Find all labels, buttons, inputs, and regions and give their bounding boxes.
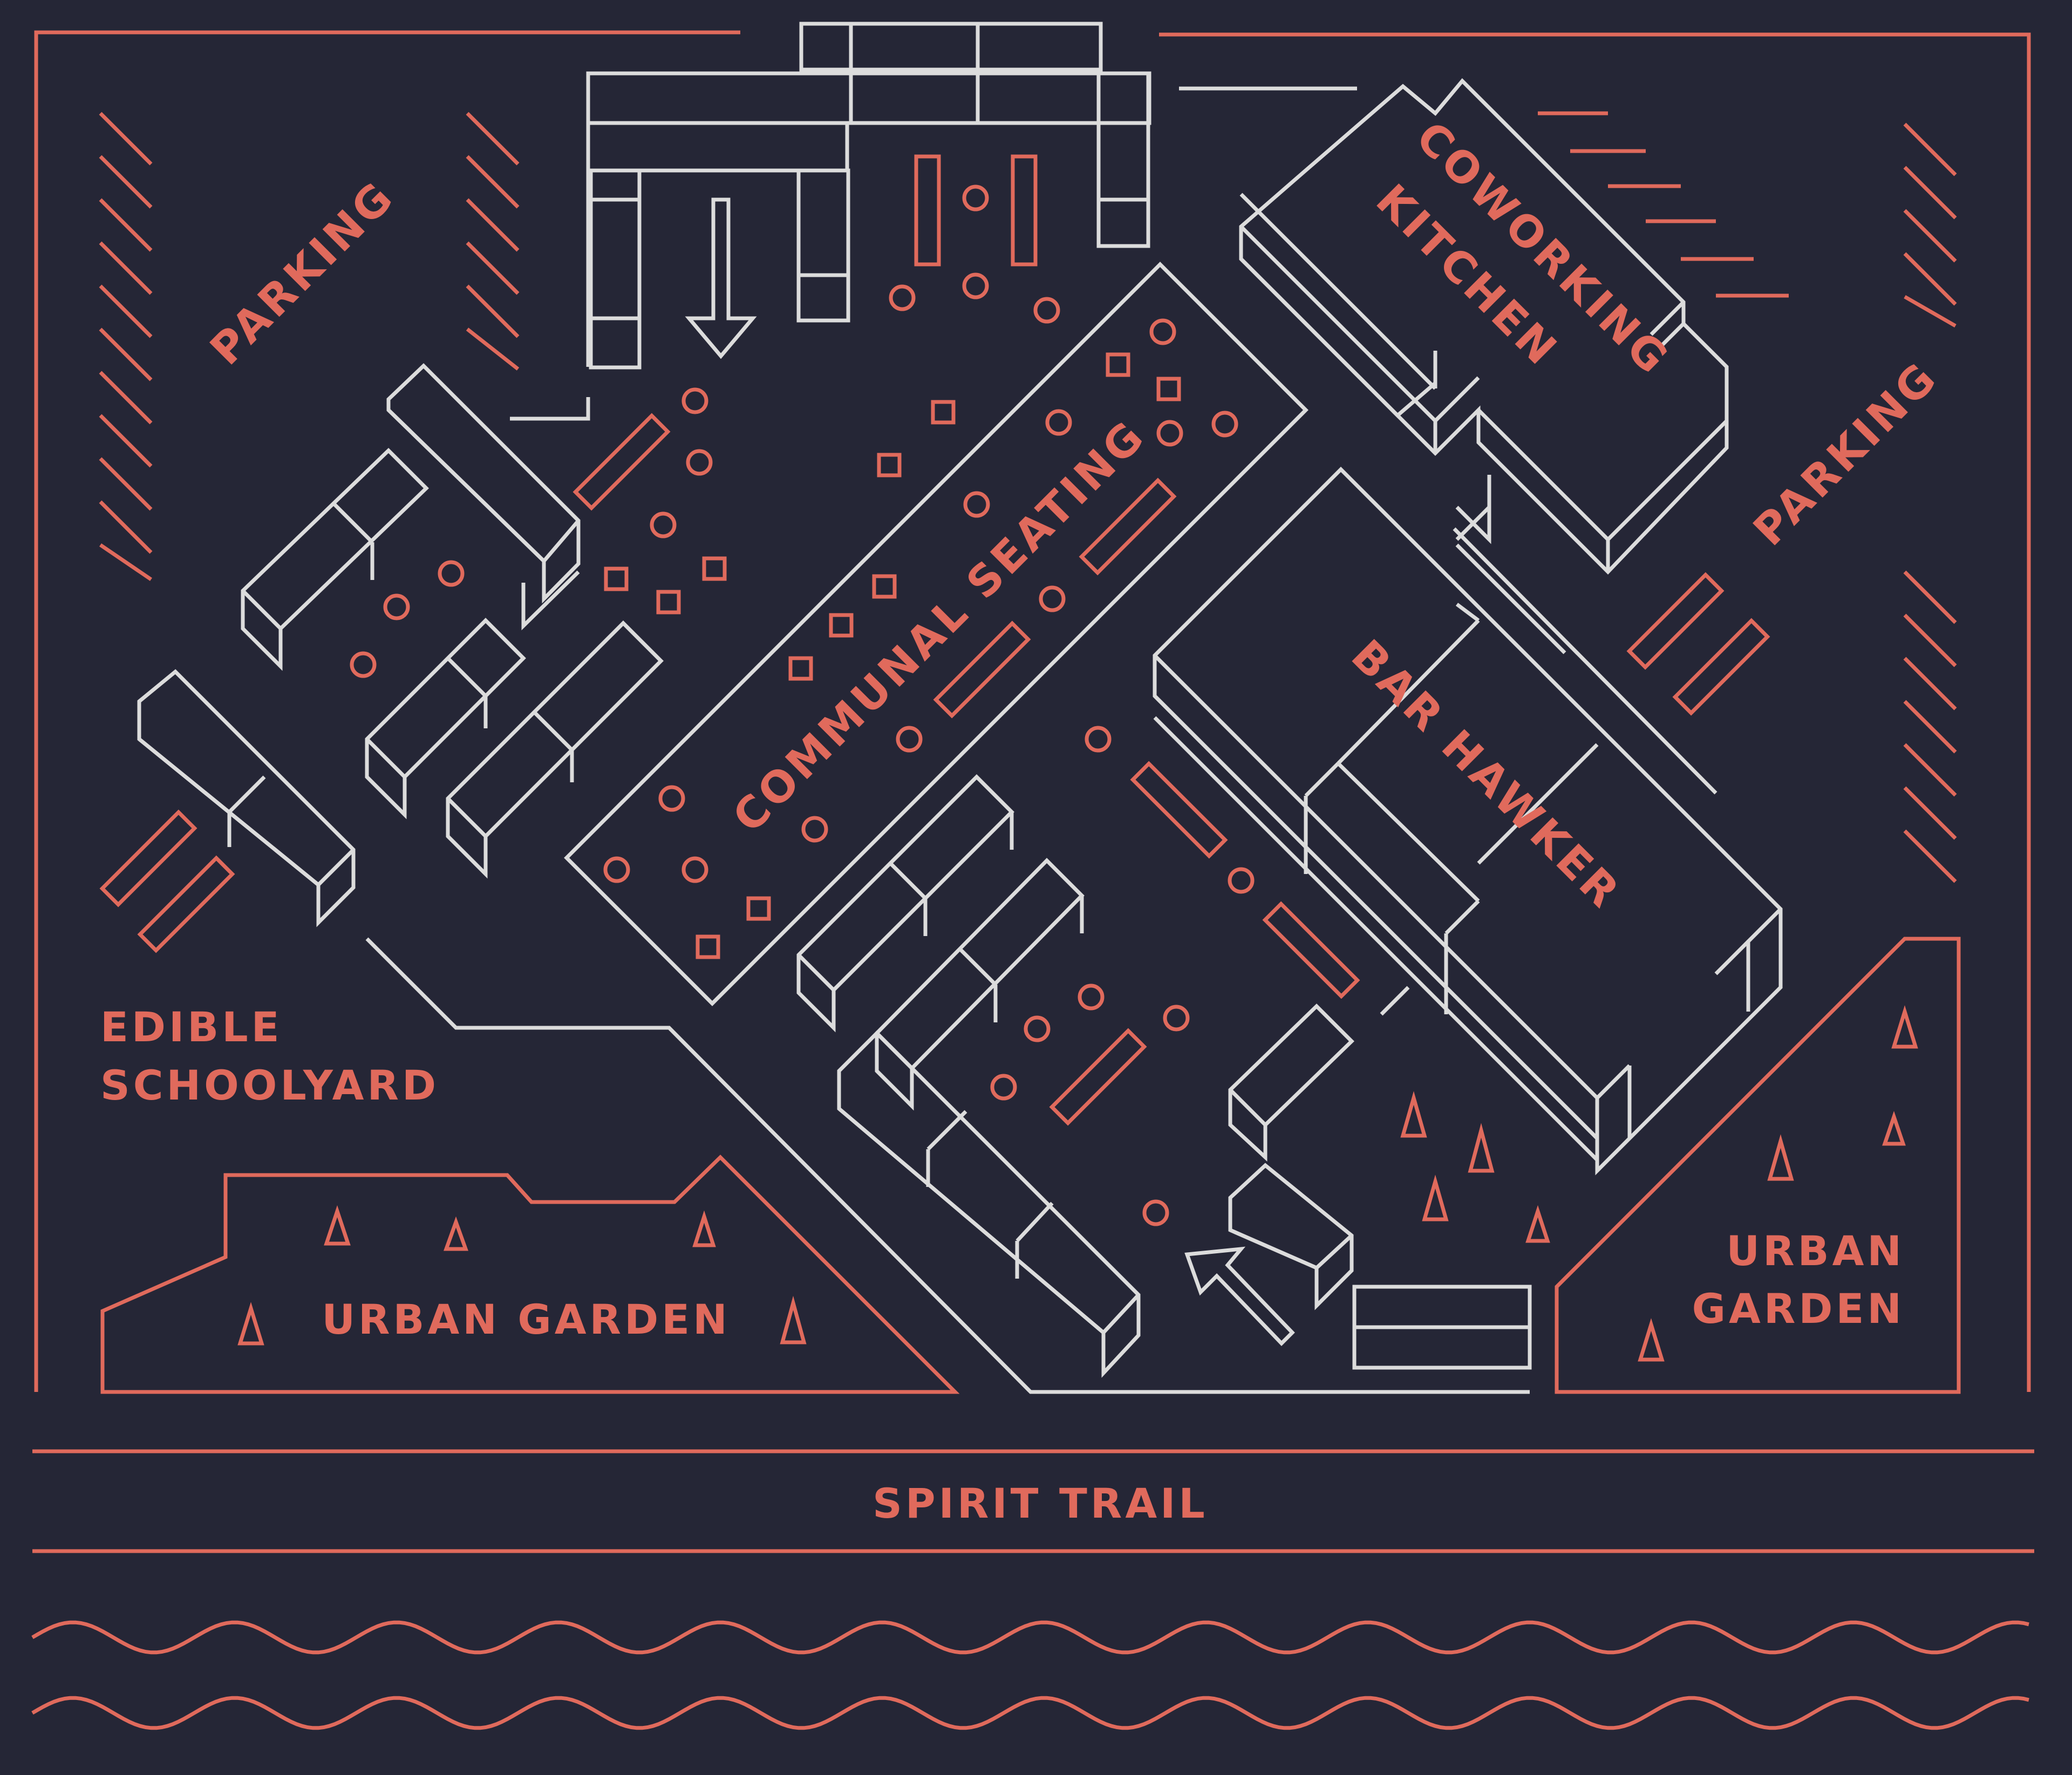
edible-schoolyard-label-line2: SCHOOLYARD [100, 1061, 439, 1109]
side-tables [604, 352, 1181, 959]
urban-garden-left-label: URBAN GARDEN [322, 1295, 730, 1343]
urban-garden-left-area [100, 1155, 960, 1394]
tables [99, 154, 1770, 1126]
parking-hatch-right [1903, 122, 1957, 883]
edible-schoolyard-label-line1: EDIBLE [100, 1003, 283, 1051]
arrow-down [685, 197, 757, 359]
arrow-diagonal [1184, 1246, 1295, 1347]
parking-hatch-left [99, 112, 520, 581]
site-boundary [34, 30, 2031, 1392]
lower-modules [796, 774, 1532, 1378]
communal-seating-area [564, 262, 1491, 1006]
urban-garden-right-area [1555, 937, 1961, 1394]
left-modules [137, 363, 664, 927]
urban-garden-right-label-line2: GARDEN [1692, 1285, 1905, 1333]
spirit-trail-label: SPIRIT TRAIL [873, 1479, 1208, 1527]
bar-hawker-building [1153, 467, 1783, 1176]
coworking-kitchen-building [1239, 78, 1729, 575]
trees [237, 1005, 1918, 1362]
walkway-lines [365, 937, 1530, 1394]
water-waves [31, 1620, 2029, 1730]
urban-garden-right-label-line1: URBAN [1726, 1227, 1905, 1275]
seats [350, 185, 1255, 1226]
top-modules [510, 22, 1357, 421]
spirit-trail-lines [32, 1449, 2034, 1553]
kitchen-stripes [1538, 111, 1789, 298]
